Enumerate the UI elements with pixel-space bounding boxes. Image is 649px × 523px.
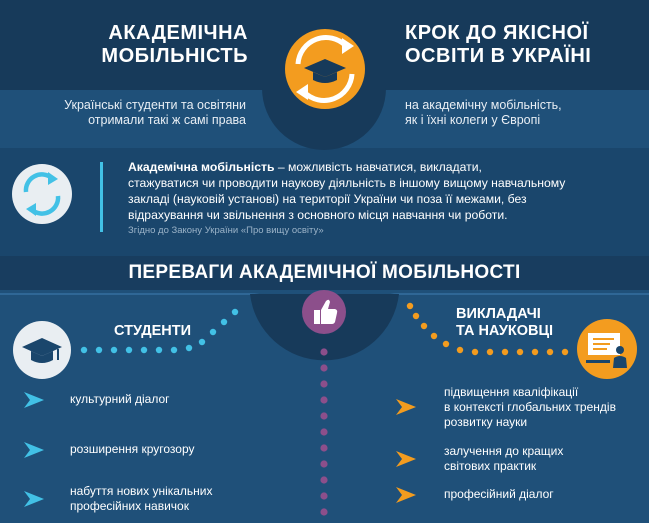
- header-right-title: КРОК ДО ЯКІСНОЇ ОСВІТИ В УКРАЇНІ: [405, 22, 592, 67]
- header-left-subtitle-line1: Українські студенти та освітяни: [64, 98, 246, 112]
- lecture-board-icon: [577, 319, 637, 379]
- definition-source: Згідно до Закону України «Про вищу освіт…: [128, 225, 324, 236]
- teacher-item-1-line2: в контексті глобальних трендів: [444, 400, 616, 414]
- arrow-bullet-icon: [24, 442, 44, 458]
- student-cap-icon: [13, 321, 71, 379]
- teacher-item-3: професійний діалог: [444, 487, 554, 501]
- students-label: СТУДЕНТИ: [114, 323, 192, 339]
- student-item-3-line1: набуття нових унікальних: [70, 484, 213, 498]
- definition-divider: [100, 162, 103, 232]
- arrow-bullet-icon: [396, 451, 416, 467]
- student-item-3-line2: професійних навичок: [70, 499, 189, 513]
- student-item-1: культурний діалог: [70, 392, 170, 406]
- definition-term: Академічна мобільність: [128, 160, 275, 174]
- definition-line2: стажуватися чи проводити наукову діяльні…: [128, 176, 566, 190]
- student-item-2: розширення кругозору: [70, 442, 195, 456]
- arrow-bullet-icon: [24, 392, 44, 408]
- definition-band: [0, 148, 649, 256]
- benefits-title: ПЕРЕВАГИ АКАДЕМІЧНОЇ МОБІЛЬНОСТІ: [128, 262, 521, 283]
- benefits-title-band: [0, 256, 649, 290]
- header-right-subtitle-line2: як і їхні колеги у Європі: [405, 113, 541, 127]
- header-left-subtitle-line2: отримали такі ж самі права: [88, 113, 246, 127]
- definition-line1-text: – можливість навчатися, викладати,: [274, 160, 482, 174]
- thumbs-up-icon: [302, 290, 346, 334]
- definition-line3: закладі (науковій установі) на території…: [128, 192, 527, 206]
- teachers-label-line2: ТА НАУКОВЦІ: [456, 323, 554, 339]
- graduation-cycle-icon: [285, 29, 365, 109]
- teacher-item-1-line1: підвищення кваліфікації: [444, 385, 579, 399]
- definition-line4: відрахування чи звільнення з основного м…: [128, 208, 508, 222]
- arrow-bullet-icon: [396, 399, 416, 415]
- teacher-item-1-line3: розвитку науки: [444, 415, 528, 429]
- exchange-cycle-icon: [12, 164, 72, 224]
- arrow-bullet-icon: [24, 491, 44, 507]
- teacher-item-2-line1: залучення до кращих: [444, 444, 564, 458]
- teacher-item-2-line2: світових практик: [444, 459, 537, 473]
- header-left-title: АКАДЕМІЧНА МОБІЛЬНІСТЬ: [101, 22, 248, 67]
- teachers-label-line1: ВИКЛАДАЧІ: [456, 306, 541, 322]
- arrow-bullet-icon: [396, 487, 416, 503]
- definition-line1: Академічна мобільність – можливість навч…: [128, 160, 643, 176]
- header-center-shape: [262, 88, 386, 150]
- header-right-subtitle-line1: на академічну мобільність,: [405, 98, 562, 112]
